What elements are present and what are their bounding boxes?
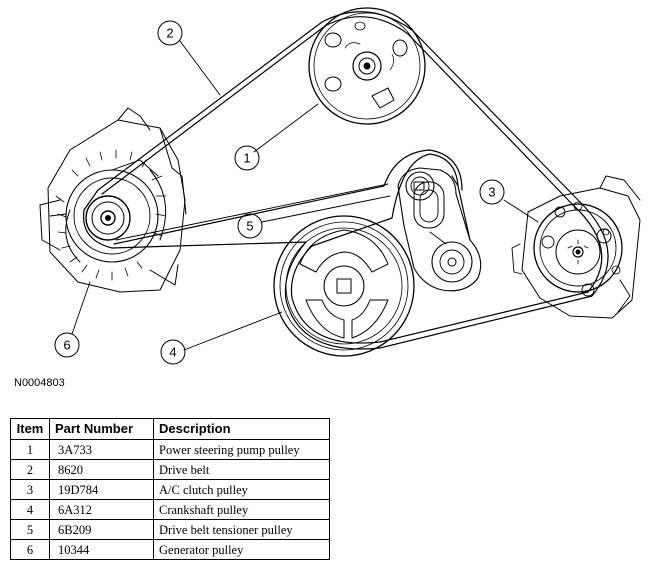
figure-id: N0004803 [14,377,65,389]
table-row: 1 3A733 Power steering pump pulley [10,439,330,460]
table-row: 5 6B209 Drive belt tensioner pulley [10,519,330,540]
description-cell: Drive belt [153,459,330,480]
table-row: 6 10344 Generator pulley [10,539,330,560]
description-cell: Crankshaft pulley [153,499,330,520]
drive-belt-tensioner [397,167,482,292]
item-cell: 6 [10,539,50,560]
generator [39,107,187,293]
part-number-cell: 10344 [49,539,154,560]
leader-lines [71,40,539,351]
part-number-cell: 8620 [49,459,154,480]
part-number-cell: 6A312 [49,499,154,520]
callout-circles [54,20,505,365]
part-number-cell: 19D784 [49,479,154,500]
header-description: Description [153,418,330,440]
belt-routing-diagram: 1 2 3 4 5 6 [39,7,641,365]
table-row: 2 8620 Drive belt [10,459,330,480]
part-number-cell: 3A733 [49,439,154,460]
parts-table: Item Part Number Description 1 3A733 Pow… [10,418,330,560]
crankshaft-pulley [273,215,415,357]
header-item: Item [10,418,50,440]
item-cell: 2 [10,459,50,480]
description-cell: Drive belt tensioner pulley [153,519,330,540]
callout-1: 1 [243,151,250,166]
callout-5: 5 [246,219,253,234]
callout-3: 3 [488,185,495,200]
description-cell: Generator pulley [153,539,330,560]
drive-belt [82,11,609,350]
callout-4: 4 [169,345,176,360]
power-steering-pump-pulley [308,7,426,125]
part-number-cell: 6B209 [49,519,154,540]
description-cell: Power steering pump pulley [153,439,330,460]
callout-2: 2 [166,26,173,41]
item-cell: 4 [10,499,50,520]
header-part-number: Part Number [49,418,154,440]
table-header-row: Item Part Number Description [10,418,330,440]
item-cell: 5 [10,519,50,540]
table-row: 3 19D784 A/C clutch pulley [10,479,330,500]
table-row: 4 6A312 Crankshaft pulley [10,499,330,520]
item-cell: 3 [10,479,50,500]
description-cell: A/C clutch pulley [153,479,330,500]
callout-6: 6 [63,338,70,353]
item-cell: 1 [10,439,50,460]
